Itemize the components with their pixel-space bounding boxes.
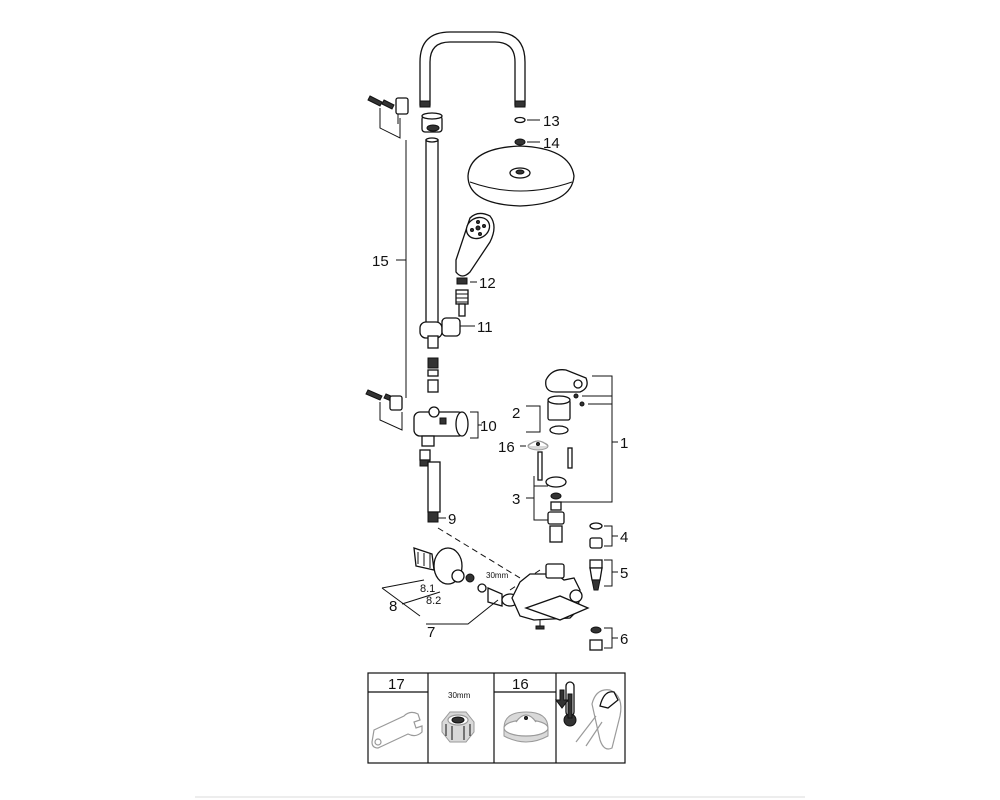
washer-14 (514, 138, 526, 146)
temperature-lever-icon (555, 681, 622, 750)
cartridge-tool-icon (503, 711, 549, 743)
rail-connector (427, 357, 439, 393)
label-16: 16 (498, 439, 515, 456)
wall-bracket-bottom (365, 389, 403, 431)
label-6: 6 (620, 631, 628, 648)
diverter-10 (413, 406, 469, 447)
label-30mm: 30mm (486, 571, 509, 580)
cartridge-3 (537, 447, 573, 543)
wall-bracket-top (367, 95, 443, 139)
label-9: 9 (448, 511, 456, 528)
nut-icon (441, 711, 475, 743)
label-3: 3 (512, 491, 520, 508)
tool-size-label: 30mm (448, 691, 471, 700)
label-13: 13 (543, 113, 560, 130)
cap-2 (547, 395, 571, 435)
slider-11 (419, 317, 461, 349)
label-8-1: 8.1 (420, 583, 435, 595)
label-7: 7 (427, 624, 435, 641)
overhead-arm (419, 31, 526, 108)
label-15: 15 (372, 253, 389, 270)
tool-17-label: 17 (388, 676, 405, 693)
part-4 (589, 522, 603, 549)
label-4: 4 (620, 529, 628, 546)
tool-16-label: 16 (512, 676, 529, 693)
label-5: 5 (620, 565, 628, 582)
riser-rail-upper (425, 137, 439, 337)
hand-shower (455, 212, 495, 277)
tools-panel (367, 672, 626, 764)
label-2: 2 (512, 405, 520, 422)
label-10: 10 (480, 418, 497, 435)
leader-15 (396, 140, 407, 398)
lever-handle (545, 369, 588, 407)
riser-rail-lower (419, 449, 441, 523)
label-8: 8 (389, 598, 397, 615)
wrench-icon (371, 711, 423, 749)
hose-nut-12 (455, 277, 469, 317)
part-5 (589, 559, 603, 591)
part-16 (527, 440, 549, 451)
label-12: 12 (479, 275, 496, 292)
label-1: 1 (620, 435, 628, 452)
mixer-body (511, 563, 590, 630)
washer-13 (514, 116, 526, 124)
label-11: 11 (477, 319, 493, 336)
label-14: 14 (543, 135, 560, 152)
head-shower (467, 145, 575, 207)
part-6 (589, 626, 603, 651)
label-8-2: 8.2 (426, 595, 441, 607)
